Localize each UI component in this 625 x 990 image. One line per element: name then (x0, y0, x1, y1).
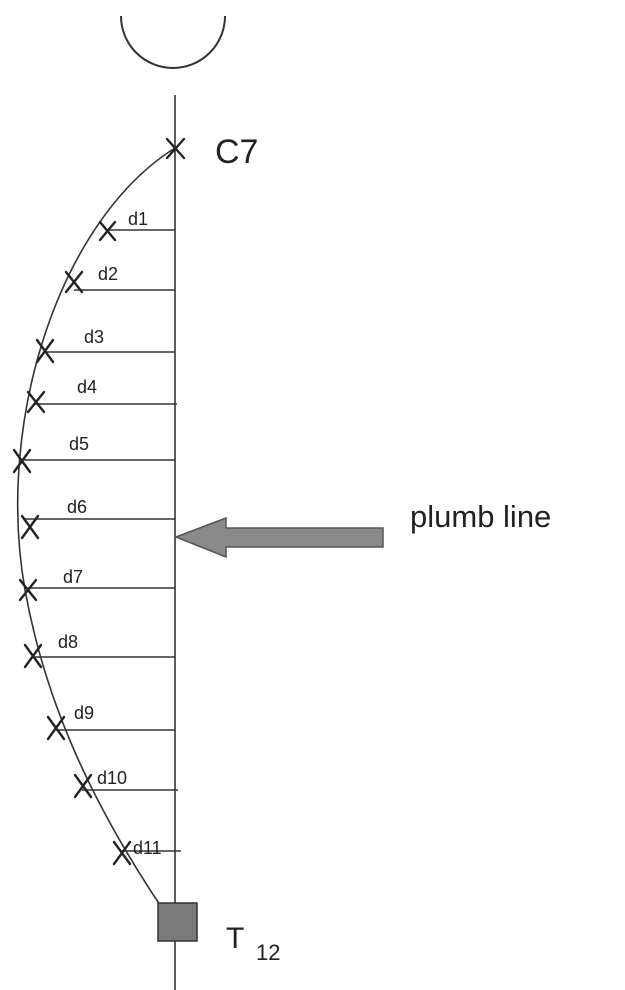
distance-label-d5: d5 (69, 434, 89, 454)
head-outline (120, 15, 226, 69)
distance-d11: d11 (112, 838, 181, 866)
c7-marker (165, 137, 186, 160)
distance-d9: d9 (46, 703, 175, 741)
distance-label-d1: d1 (128, 209, 148, 229)
distance-d5: d5 (12, 434, 175, 474)
distance-label-d9: d9 (74, 703, 94, 723)
c7-label: C7 (215, 133, 258, 171)
distance-d3: d3 (35, 327, 175, 364)
distance-label-d11: d11 (133, 838, 162, 858)
plumb-line-arrow (173, 516, 384, 559)
distance-d2: d2 (64, 264, 175, 294)
spine-curve (16, 147, 176, 906)
plumb-line-label: plumb line (410, 499, 551, 534)
distance-d1: d1 (98, 209, 175, 242)
distance-d4: d4 (26, 377, 177, 414)
distance-label-d10: d10 (97, 768, 127, 788)
distance-label-d6: d6 (67, 497, 87, 517)
distance-label-d4: d4 (77, 377, 97, 397)
distance-d8: d8 (23, 632, 175, 669)
distance-label-d8: d8 (58, 632, 78, 652)
distance-label-d3: d3 (84, 327, 104, 347)
distance-d6: d6 (20, 497, 175, 540)
distance-label-d2: d2 (98, 264, 118, 284)
t12-subscript: 12 (256, 940, 280, 965)
distance-d10: d10 (73, 768, 178, 799)
t12-marker (157, 902, 198, 942)
distance-label-d7: d7 (63, 567, 83, 587)
t12-label: T (226, 922, 244, 955)
distance-d7: d7 (18, 567, 175, 602)
